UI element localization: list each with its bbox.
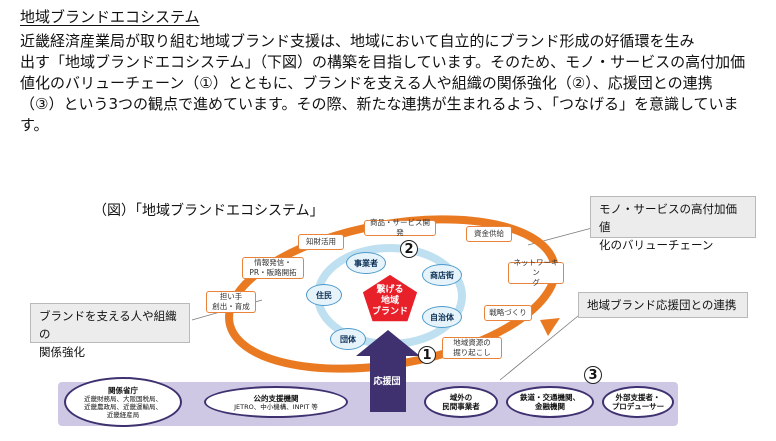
tag-funding: 資金供給 [466, 226, 512, 242]
callout-supporters: 地域ブランド応援団との連携 [578, 292, 748, 318]
supporter-external-businesses: 域外の 民間事業者 [424, 386, 498, 418]
actor-municipality: 自治体 [422, 306, 462, 328]
marker-3: 3 [584, 366, 602, 384]
marker-2: 2 [400, 240, 418, 258]
center-label: 繋げる 地域 ブランド [371, 285, 408, 317]
connector-supporters [499, 315, 579, 381]
tag-pr-sales: 情報発信・ PR・販路開拓 [242, 257, 304, 279]
intro-line-5: す。 [20, 116, 49, 134]
ring-arrowhead [540, 318, 560, 336]
callout-relations: ブランドを支える人や組織の 関係強化 [30, 303, 190, 359]
supporter-external-producers: 外部支援者・ プロデューサー [602, 386, 674, 418]
intro-line-2: 出す「地域ブランドエコシステム」（下図）の構築を目指しています。そのため、モノ・… [20, 53, 746, 71]
intro-line-1: 近畿経済産業局が取り組む地域ブランド支援は、地域において自立的にブランド形成の好… [20, 32, 695, 50]
tag-ip-utilization: 知財活用 [298, 234, 344, 250]
supporter-transport-finance: 鉄道・交通機関、 金融機関 [506, 386, 594, 418]
marker-1: 1 [418, 346, 436, 364]
tag-strategy: 戦略づくり [484, 305, 532, 321]
tag-product-development: 商品・サービス開発 [364, 218, 436, 237]
intro-line-4: （③）という3つの観点で進めています。その際、新たな連携が生まれるよう、「つなげ… [20, 95, 739, 113]
figure-title: （図）「地域ブランドエコシステム」 [93, 203, 324, 219]
actor-businesses: 事業者 [346, 252, 386, 274]
supporter-ministries: 関係省庁 近畿財務局、大阪国税局、 近畿農政局、近畿運輸局、 近畿経産局 [64, 377, 182, 427]
center-pentagon [361, 273, 419, 323]
actor-organizations: 団体 [330, 328, 366, 350]
tag-resource-discovery: 地域資源の 掘り起こし [442, 337, 502, 359]
callout-value-chain: モノ・サービスの高付加価値 化のバリューチェーン [590, 196, 756, 252]
page-heading: 地域ブランドエコシステム [20, 8, 200, 26]
tag-networking: ネットワーキン グ [508, 258, 564, 287]
support-arrow [356, 330, 420, 412]
support-arrow-label: 応援団 [373, 377, 401, 387]
supporter-public-agencies: 公的支援機関 JETRO、中小機構、INPIT 等 [204, 386, 348, 418]
actor-shopping-streets: 商店街 [422, 264, 462, 286]
intro-line-3: 値化のバリューチェーン（①）とともに、ブランドを支える人や組織の関係強化（②）、… [20, 74, 713, 92]
tag-talent-development: 担い手 創出・育成 [206, 291, 256, 313]
actor-residents: 住民 [306, 284, 342, 306]
